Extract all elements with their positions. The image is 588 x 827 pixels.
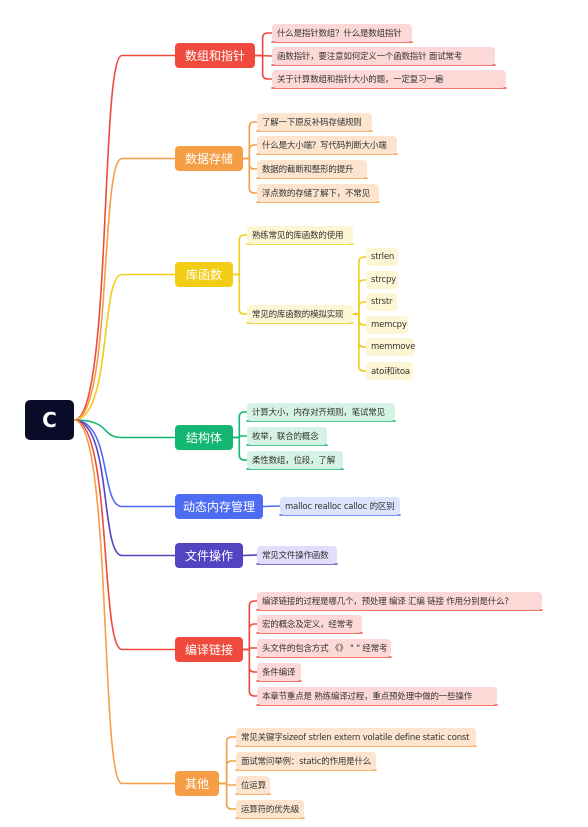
connector-line — [232, 273, 248, 315]
connector-line — [218, 736, 237, 785]
connector-line — [73, 54, 176, 421]
connector-line — [232, 411, 248, 439]
connector-line — [352, 256, 367, 315]
leaf-node[interactable]: 什么是指针数组？什么是数组指针 — [272, 24, 412, 42]
sub-leaf-node[interactable]: atoi和itoa — [366, 362, 413, 380]
branch-node[interactable]: 编译链接 — [175, 637, 243, 662]
leaf-node[interactable]: 编译链接的过程是哪几个，预处理 编译 汇编 链接 作用分别是什么? — [257, 592, 542, 610]
connector-line — [254, 32, 273, 57]
connector-line — [218, 782, 237, 810]
leaf-node[interactable]: 函数指针，要注意如何定义一个函数指针 面试常考 — [272, 47, 495, 65]
leaf-node[interactable]: 关于计算数组和指针大小的题，一定复习一遍 — [272, 70, 506, 88]
leaf-node[interactable]: 运算符的优先级 — [236, 800, 304, 818]
leaf-node[interactable]: 条件编译 — [257, 663, 301, 681]
sub-leaf-node[interactable]: strlen — [366, 248, 398, 266]
leaf-node[interactable]: 熟练常见的库函数的使用 — [247, 226, 353, 244]
connector-line — [242, 648, 258, 697]
connector-line — [218, 760, 237, 785]
sub-leaf-node[interactable]: memcpy — [366, 316, 408, 334]
sub-leaf-node[interactable]: strcpy — [366, 271, 398, 289]
leaf-node[interactable]: 本章节重点是 熟练编译过程，重点预处理中做的一些操作 — [257, 687, 497, 705]
branch-node[interactable]: 动态内存管理 — [175, 494, 263, 519]
leaf-node[interactable]: 了解一下原反补码存储规则 — [257, 113, 372, 131]
connector-line — [352, 301, 367, 315]
connector-line — [73, 419, 176, 785]
leaf-node[interactable]: 枚举，联合的概念 — [247, 427, 327, 445]
connector-line — [242, 554, 258, 557]
root-node[interactable]: C — [25, 400, 74, 440]
connector-line — [242, 600, 258, 651]
branch-node[interactable]: 数据存储 — [175, 146, 243, 171]
leaf-node[interactable]: malloc realloc calloc 的区别 — [280, 497, 400, 515]
leaf-node[interactable]: 面试常问举例：static的作用是什么 — [236, 752, 376, 770]
connector-line — [352, 313, 367, 372]
connector-line — [73, 273, 176, 421]
leaf-node[interactable]: 头文件的包含方式 《》 " " 经常考 — [257, 639, 391, 657]
connector-line — [242, 144, 258, 160]
connector-line — [262, 505, 281, 508]
branch-node[interactable]: 结构体 — [175, 425, 233, 450]
connector-line — [242, 157, 258, 194]
connector-line — [73, 419, 176, 651]
leaf-node[interactable]: 常见的库函数的模拟实现 — [247, 305, 353, 323]
connector-line — [254, 54, 273, 80]
connector-line — [73, 157, 176, 421]
leaf-node[interactable]: 计算大小，内存对齐规则，笔试常见 — [247, 403, 395, 421]
connector-line — [73, 419, 176, 508]
connector-line — [242, 121, 258, 160]
branch-node[interactable]: 文件操作 — [175, 543, 243, 568]
leaf-node[interactable]: 宏的概念及定义，经常考 — [257, 615, 362, 633]
connector-line — [352, 279, 367, 315]
sub-leaf-node[interactable]: strstr — [366, 293, 397, 311]
branch-node[interactable]: 数组和指针 — [175, 43, 255, 68]
leaf-node[interactable]: 数据的截断和整形的提升 — [257, 160, 367, 178]
leaf-node[interactable]: 柔性数组，位段，了解 — [247, 451, 343, 469]
connector-line — [232, 436, 248, 461]
leaf-node[interactable]: 浮点数的存储了解下，不常见 — [257, 184, 379, 202]
leaf-node[interactable]: 什么是大小端？写代码判断大小端 — [257, 136, 397, 154]
branch-node[interactable]: 其他 — [175, 771, 219, 796]
leaf-node[interactable]: 位运算 — [236, 776, 270, 794]
sub-leaf-node[interactable]: memmove — [366, 338, 415, 356]
branch-node[interactable]: 库函数 — [175, 262, 233, 287]
connector-line — [232, 234, 248, 276]
connector-line — [242, 623, 258, 651]
leaf-node[interactable]: 常见文件操作函数 — [257, 546, 337, 564]
connector-line — [73, 419, 176, 439]
leaf-node[interactable]: 常见关键字sizeof strlen extern volatile defin… — [236, 728, 476, 746]
connector-line — [73, 419, 176, 557]
